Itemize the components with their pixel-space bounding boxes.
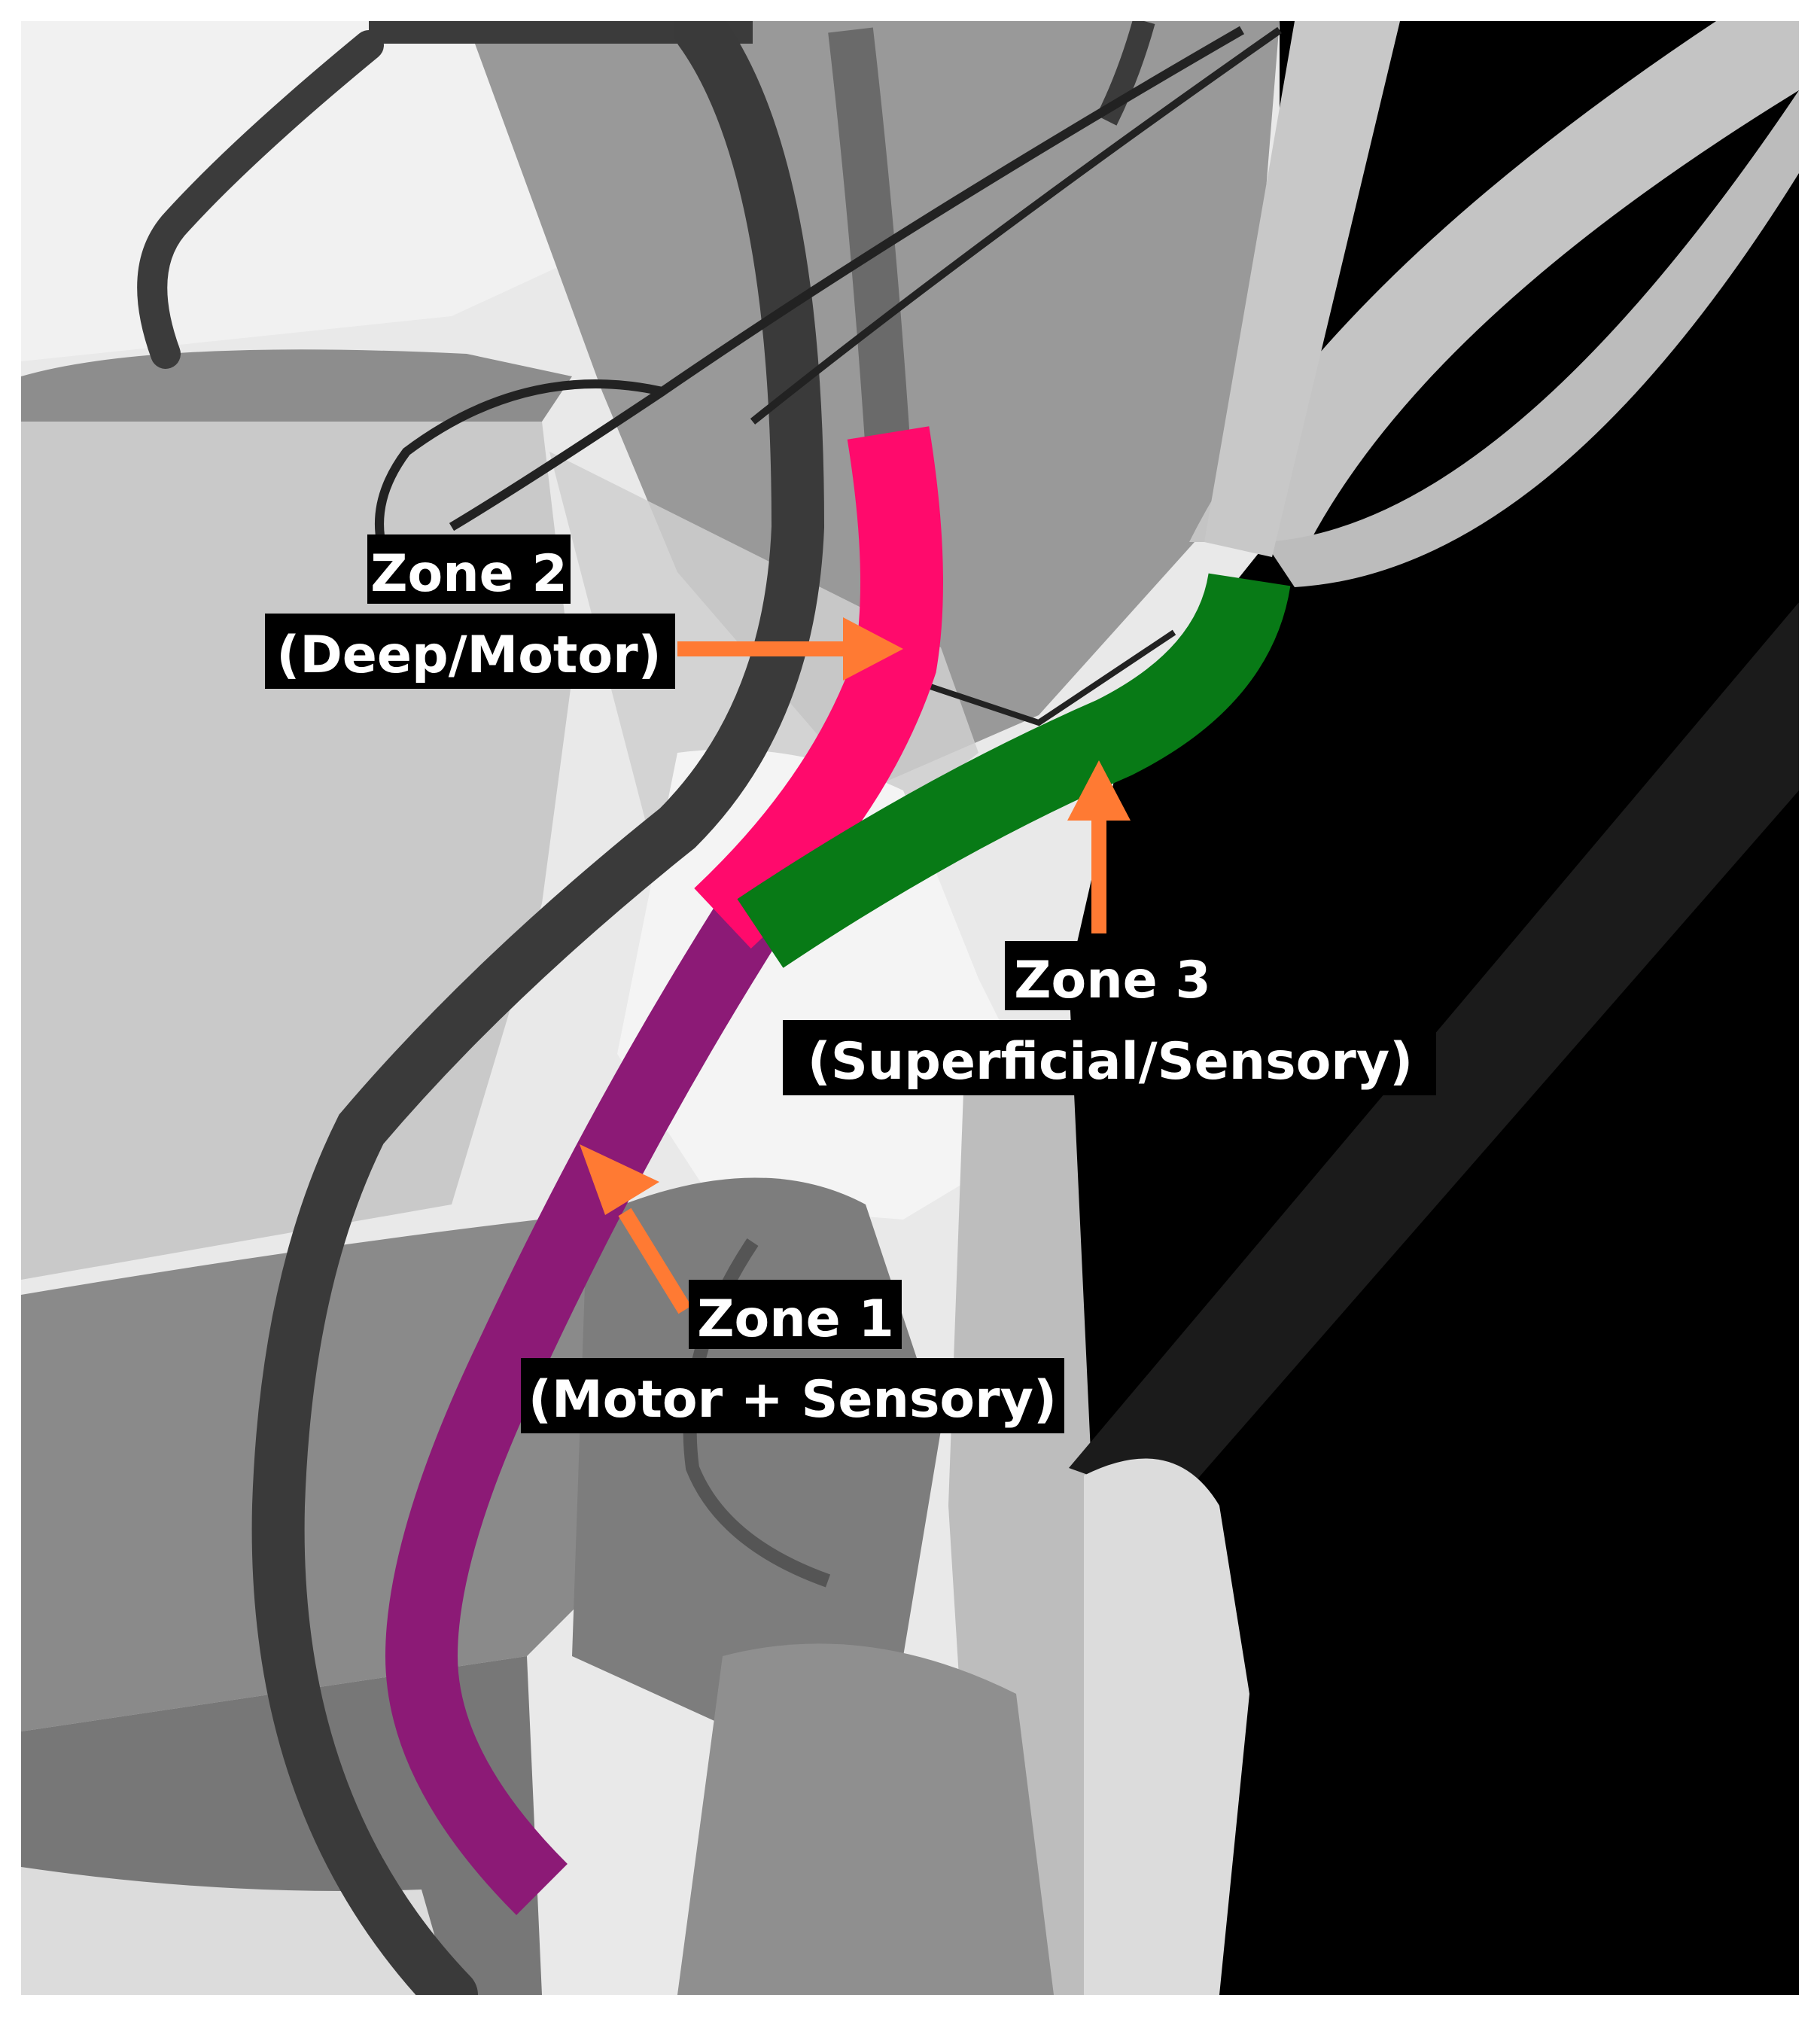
nerve-thin-loop xyxy=(375,379,664,574)
bg-lower-center xyxy=(677,1643,1054,1995)
zone-3-label: Zone 3 (Superficial/Sensory) xyxy=(783,941,1436,1095)
bg-light-vertical xyxy=(1204,21,1400,557)
bg-left-lower xyxy=(21,1204,753,1731)
bg-band-upper-left xyxy=(21,349,572,422)
zone-2-label: Zone 2 (Deep/Motor) xyxy=(265,534,675,689)
bg-lower-right-light xyxy=(1084,1458,1249,1995)
bg-light-ring-upper xyxy=(1189,21,1799,542)
zone-1-label: Zone 1 (Motor + Sensory) xyxy=(521,1280,1064,1433)
background-anatomy xyxy=(21,21,1799,1995)
zone-3-title: Zone 3 xyxy=(1014,951,1211,1010)
zone-1-segment xyxy=(385,906,776,1915)
zone-2-segment xyxy=(694,426,943,949)
nerve-thin-2 xyxy=(750,26,1282,425)
bg-light-ring-lower xyxy=(1265,90,1799,587)
zone-2-arrow xyxy=(677,617,903,681)
zone-2-subtitle: (Deep/Motor) xyxy=(276,626,662,685)
zone-3-arrow xyxy=(1067,760,1131,933)
zone-1-arrow xyxy=(580,1144,692,1314)
bg-bottom-strip xyxy=(21,1867,452,1995)
nerve-thin-1 xyxy=(449,26,1245,531)
zone-3-subtitle: (Superficial/Sensory) xyxy=(808,1032,1413,1092)
zone-2-title: Zone 2 xyxy=(370,544,568,604)
bg-black-right xyxy=(1069,21,1799,1995)
zone-3-segment xyxy=(737,572,1291,968)
vessel-vertical-mid xyxy=(828,27,911,453)
zone-1-title: Zone 1 xyxy=(697,1290,894,1349)
zone-1-subtitle: (Motor + Sensory) xyxy=(528,1370,1057,1430)
nerve-thin-angle xyxy=(902,629,1176,726)
vessel-top-left-loop xyxy=(137,30,384,369)
